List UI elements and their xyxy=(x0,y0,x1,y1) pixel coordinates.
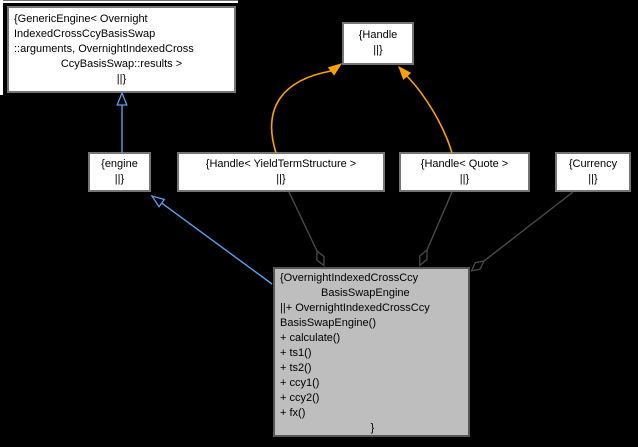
node-label-line: {GenericEngine< Overnight xyxy=(14,13,148,25)
node-label-line: {OvernightIndexedCrossCcy xyxy=(280,272,419,284)
node-label-line: + calculate() xyxy=(280,332,341,344)
node-label-line: + ccy2() xyxy=(280,392,320,404)
node-label-line: BasisSwapEngine() xyxy=(280,317,376,329)
node-handle[interactable]: {Handle ||} xyxy=(342,22,414,65)
node-label-line: ||} xyxy=(373,44,383,56)
node-label-line: {Handle< YieldTermStructure > xyxy=(205,158,357,170)
template-arrowhead-handle-left xyxy=(327,63,343,76)
node-label-line: {engine xyxy=(101,158,138,170)
node-label-line: {Handle< Quote > xyxy=(420,158,509,170)
node-label-line: {Currency xyxy=(568,158,618,170)
node-label-line: + fx() xyxy=(280,407,306,419)
aggregation-diamond-yts xyxy=(316,249,325,267)
node-label-line: BasisSwapEngine xyxy=(321,287,410,299)
node-handle-yieldtermstructure[interactable]: {Handle< YieldTermStructure > ||} xyxy=(177,152,385,192)
node-currency[interactable]: {Currency ||} xyxy=(555,152,631,192)
node-handle-quote[interactable]: {Handle< Quote > ||} xyxy=(399,152,530,192)
template-arrowhead-handle-right xyxy=(398,65,412,80)
node-label-line: ||} xyxy=(276,173,286,185)
template-edge-yts-to-handle xyxy=(270,70,332,154)
node-label-line: {Handle xyxy=(358,29,398,41)
node-label-line: ||} xyxy=(588,173,598,185)
aggregation-diamond-currency xyxy=(470,260,486,272)
node-label-line: ||} xyxy=(116,73,127,85)
inheritance-arrowhead-genericengine xyxy=(116,91,128,106)
node-label-line: ||} xyxy=(459,173,470,185)
node-overnightindexedcrossccybasisswapengine[interactable]: {OvernightIndexedCrossCcy BasisSwapEngin… xyxy=(273,267,470,437)
node-engine[interactable]: {engine ||} xyxy=(88,152,151,192)
node-label-line: ::arguments, OvernightIndexedCross xyxy=(14,43,194,55)
node-label-line: + ts2() xyxy=(280,362,312,374)
member-edge-currency-to-main xyxy=(483,191,574,262)
node-label-line: + ts1() xyxy=(280,347,312,359)
inheritance-edge-main-to-engine xyxy=(161,202,273,285)
member-edge-quote-to-main xyxy=(426,191,453,251)
page-edge-top xyxy=(0,0,238,3)
template-edge-quote-to-handle xyxy=(406,75,453,154)
node-label-line: CcyBasisSwap::results > xyxy=(60,58,183,70)
node-label-line: IndexedCrossCcyBasisSwap xyxy=(14,28,156,40)
aggregation-diamond-quote xyxy=(419,248,428,267)
node-generic-engine[interactable]: {GenericEngine< Overnight IndexedCrossCc… xyxy=(7,6,236,93)
node-label-line: ||} xyxy=(114,173,125,185)
node-label-line: } xyxy=(370,422,375,434)
node-label-line: + ccy1() xyxy=(280,377,320,389)
node-label-line: ||+ OvernightIndexedCrossCcy xyxy=(280,302,430,314)
page-edge-left xyxy=(0,0,3,95)
member-edge-yts-to-main xyxy=(288,191,318,252)
inheritance-arrowhead-engine xyxy=(150,194,166,208)
